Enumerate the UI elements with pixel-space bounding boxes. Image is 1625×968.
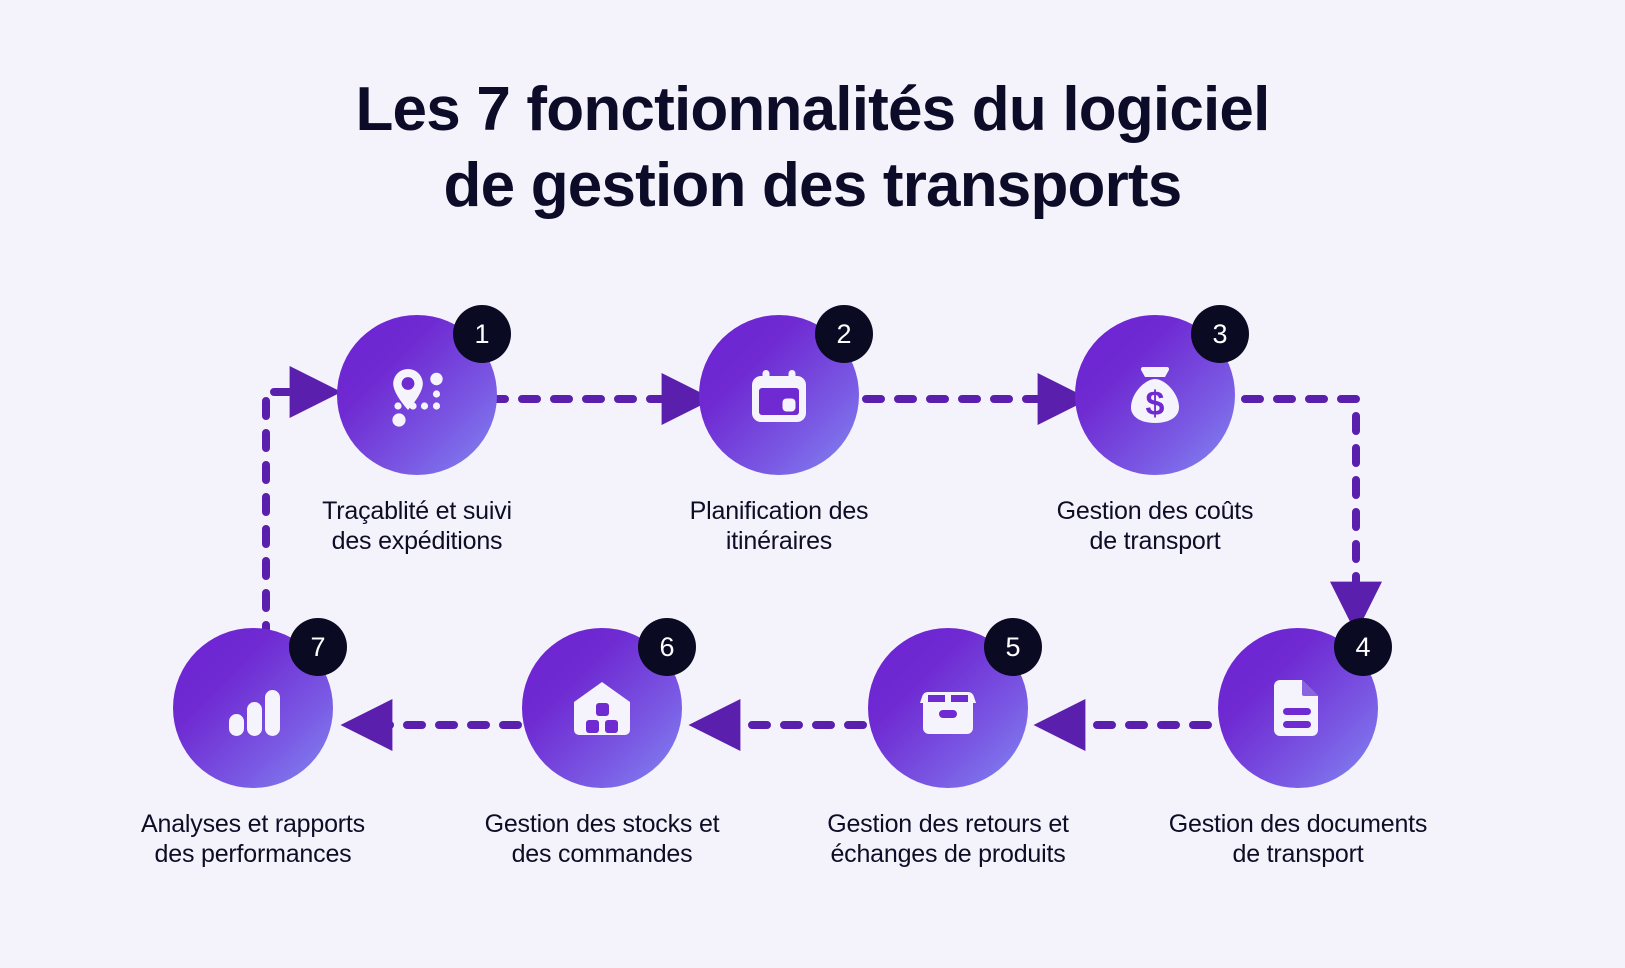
step-4-label-line-1: Gestion des documents bbox=[1168, 810, 1428, 838]
step-1-number-badge: 1 bbox=[453, 305, 511, 363]
page-title-line-1: Les 7 fonctionnalités du logiciel bbox=[355, 75, 1270, 144]
step-5-label-line-1: Gestion des retours et bbox=[827, 810, 1069, 838]
step-4-circle-wrap: 4 bbox=[1218, 618, 1392, 788]
step-3-circle-wrap: $ 3 bbox=[1075, 305, 1249, 475]
bar-chart-icon bbox=[211, 666, 295, 750]
step-7-label-line-1: Analyses et rapports bbox=[141, 810, 365, 838]
package-box-icon bbox=[906, 666, 990, 750]
step-1-label: Traçablité et suivi des expéditions bbox=[287, 497, 547, 556]
step-7-label: Analyses et rapports des performances bbox=[123, 810, 383, 869]
step-5-circle-wrap: 5 bbox=[868, 618, 1042, 788]
step-1-label-line-2: des expéditions bbox=[331, 526, 503, 555]
step-node-5[interactable]: 5 Gestion des retours et échanges de pro… bbox=[818, 618, 1078, 869]
step-6-circle-wrap: 6 bbox=[522, 618, 696, 788]
step-node-4[interactable]: 4 Gestion des documents de transport bbox=[1168, 618, 1428, 869]
step-2-label: Planification des itinéraires bbox=[649, 497, 909, 556]
step-2-circle-wrap: 2 bbox=[699, 305, 873, 475]
calendar-icon bbox=[737, 353, 821, 437]
step-6-label-line-1: Gestion des stocks et bbox=[484, 810, 720, 838]
step-1-label-line-1: Traçablité et suivi bbox=[322, 497, 512, 525]
step-4-label-line-2: de transport bbox=[1232, 839, 1364, 868]
step-node-1[interactable]: 1 Traçablité et suivi des expéditions bbox=[287, 305, 547, 556]
step-6-label-line-2: des commandes bbox=[511, 839, 693, 868]
page-title: Les 7 fonctionnalités du logiciel de ges… bbox=[0, 72, 1625, 223]
step-7-number-badge: 7 bbox=[289, 618, 347, 676]
step-5-label-line-2: échanges de produits bbox=[830, 839, 1066, 868]
step-3-label-line-1: Gestion des coûts bbox=[1056, 497, 1254, 525]
step-6-number-badge: 6 bbox=[638, 618, 696, 676]
step-5-number-badge: 5 bbox=[984, 618, 1042, 676]
step-2-number-badge: 2 bbox=[815, 305, 873, 363]
step-node-6[interactable]: 6 Gestion des stocks et des commandes bbox=[472, 618, 732, 869]
step-5-label: Gestion des retours et échanges de produ… bbox=[818, 810, 1078, 869]
step-node-3[interactable]: $ 3 Gestion des coûts de transport bbox=[1025, 305, 1285, 556]
money-bag-icon: $ bbox=[1113, 353, 1197, 437]
page-title-line-2: de gestion des transports bbox=[443, 150, 1183, 220]
step-7-label-line-2: des performances bbox=[154, 839, 352, 868]
step-node-2[interactable]: 2 Planification des itinéraires bbox=[649, 305, 909, 556]
step-6-label: Gestion des stocks et des commandes bbox=[472, 810, 732, 869]
step-3-circle: $ bbox=[1075, 315, 1235, 475]
step-node-7[interactable]: 7 Analyses et rapports des performances bbox=[123, 618, 383, 869]
map-pin-route-icon bbox=[375, 353, 459, 437]
step-2-label-line-1: Planification des bbox=[689, 497, 869, 525]
svg-text:$: $ bbox=[1146, 385, 1165, 423]
step-3-number-badge: 3 bbox=[1191, 305, 1249, 363]
step-4-number-badge: 4 bbox=[1334, 618, 1392, 676]
warehouse-icon bbox=[560, 666, 644, 750]
step-3-label-line-2: de transport bbox=[1089, 526, 1221, 555]
step-4-label: Gestion des documents de transport bbox=[1168, 810, 1428, 869]
document-icon bbox=[1256, 666, 1340, 750]
step-7-circle-wrap: 7 bbox=[173, 618, 347, 788]
step-3-label: Gestion des coûts de transport bbox=[1025, 497, 1285, 556]
step-1-circle-wrap: 1 bbox=[337, 305, 511, 475]
step-2-label-line-2: itinéraires bbox=[725, 526, 833, 555]
step-5-circle bbox=[868, 628, 1028, 788]
